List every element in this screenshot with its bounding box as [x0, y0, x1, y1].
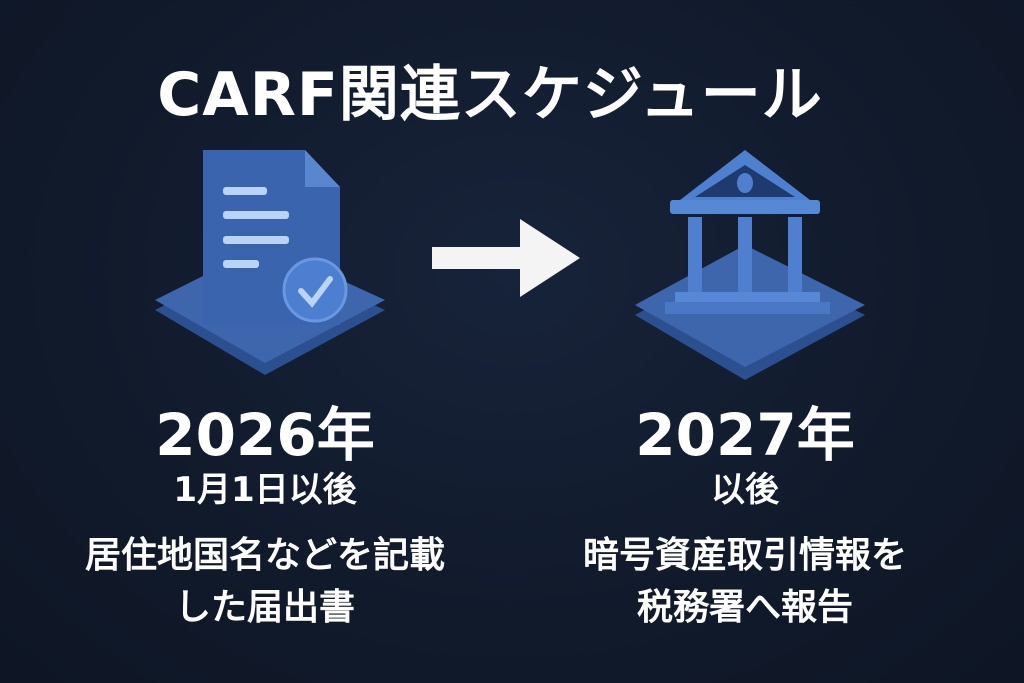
document-check-icon: [155, 150, 385, 375]
step-date: 1月1日以後: [173, 470, 357, 510]
arrow-right-icon: [432, 219, 580, 297]
step-year: 2027年: [635, 401, 855, 469]
step-description: 居住地国名などを記載 した届出書: [45, 530, 485, 634]
government-building-icon: [635, 150, 865, 380]
step-description: 暗号資産取引情報を 税務署へ報告: [525, 530, 965, 634]
description-line: した届出書: [174, 587, 355, 628]
description-line: 暗号資産取引情報を: [582, 535, 907, 576]
description-line: 居住地国名などを記載: [84, 535, 445, 576]
step-year: 2026年: [155, 401, 375, 469]
description-line: 税務署へ報告: [636, 587, 853, 628]
page-title: CARF関連スケジュール: [157, 60, 823, 130]
step-date: 以後: [711, 470, 779, 510]
